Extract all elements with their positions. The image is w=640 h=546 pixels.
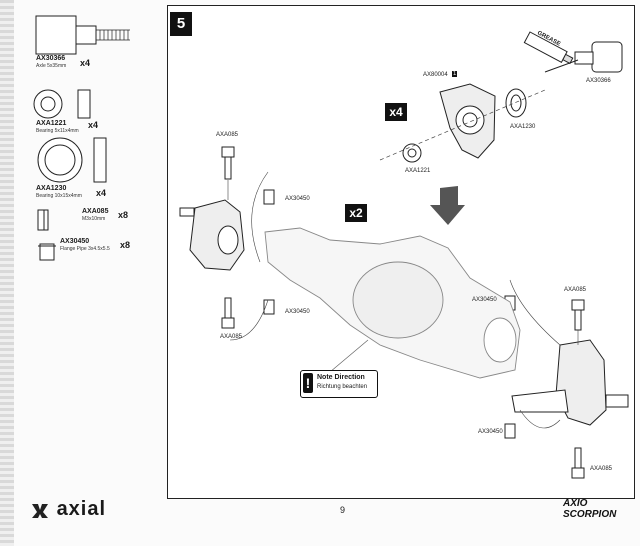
step-number: 5 <box>170 12 192 36</box>
quantity-badge: x4 <box>385 103 407 121</box>
steering-knuckle-left <box>179 199 245 271</box>
callout-axa1230: AXA1230 <box>510 124 536 130</box>
note-subtitle: Richtung beachten <box>317 384 368 390</box>
callout-axa085: AXA085 <box>216 132 239 138</box>
page-number: 9 <box>340 505 346 515</box>
quantity-badge: x2 <box>345 204 367 222</box>
axle-icon <box>544 41 623 73</box>
axle-housing <box>264 227 521 379</box>
bearing-icon <box>402 88 527 163</box>
steering-knuckle-top <box>439 83 496 159</box>
part-desc: M3x10mm <box>82 216 106 222</box>
note-direction: ! Note Direction Richtung beachten <box>300 370 378 398</box>
steering-knuckle-right <box>511 339 629 426</box>
callout-ax30450: AX30450 <box>472 297 497 303</box>
axial-wordmark: axial <box>56 498 107 520</box>
part-qty: x8 <box>120 240 131 250</box>
callout-axa085: AXA085 <box>590 466 613 472</box>
part-code: AX30366 <box>36 55 66 62</box>
part-qty: x4 <box>80 58 91 68</box>
part-desc: Flange Pipe 3x4.5x5.5 <box>60 246 110 252</box>
part-desc: Bearing 10x15x4mm <box>36 193 82 199</box>
part-desc: Axle 5x35mm <box>36 63 67 69</box>
callout-axa085: AXA085 <box>564 287 587 293</box>
part-qty: x4 <box>96 188 107 198</box>
part-qty: x4 <box>88 120 99 130</box>
callout-ax30366: AX30366 <box>586 78 611 84</box>
binding-edge <box>0 0 14 546</box>
scorpion-logo: AXIO SCORPION <box>563 498 617 520</box>
callout-axa1221: AXA1221 <box>405 168 431 174</box>
note-title: Note Direction <box>317 374 365 381</box>
part-code: AXA085 <box>82 208 109 215</box>
callout-ax30450: AX30450 <box>478 429 503 435</box>
arrow-down-icon <box>430 186 465 225</box>
axial-mark-icon <box>32 503 48 518</box>
part-code: AXA1221 <box>36 120 67 127</box>
callout-axa085: AXA085 <box>220 334 243 340</box>
parts-illustrations <box>33 15 130 261</box>
part-desc: Bearing 5x11x4mm <box>36 128 79 134</box>
grease-tube-icon <box>523 31 574 65</box>
part-qty: x8 <box>118 210 129 220</box>
callout-ax80004-num: 1 <box>452 71 458 77</box>
callout-ax30450: AX30450 <box>285 196 310 202</box>
callout-ax80004: AX80004 <box>423 72 448 78</box>
callout-ax30450: AX30450 <box>285 309 310 315</box>
axial-logo: axial <box>30 498 106 521</box>
parts-list: AX30366 Axle 5x35mm x4 AXA1221 Bearing 5… <box>22 8 157 268</box>
part-code: AXA1230 <box>36 185 67 192</box>
screw-icon <box>221 146 585 479</box>
warning-icon: ! <box>303 373 313 393</box>
part-code: AX30450 <box>60 238 90 245</box>
